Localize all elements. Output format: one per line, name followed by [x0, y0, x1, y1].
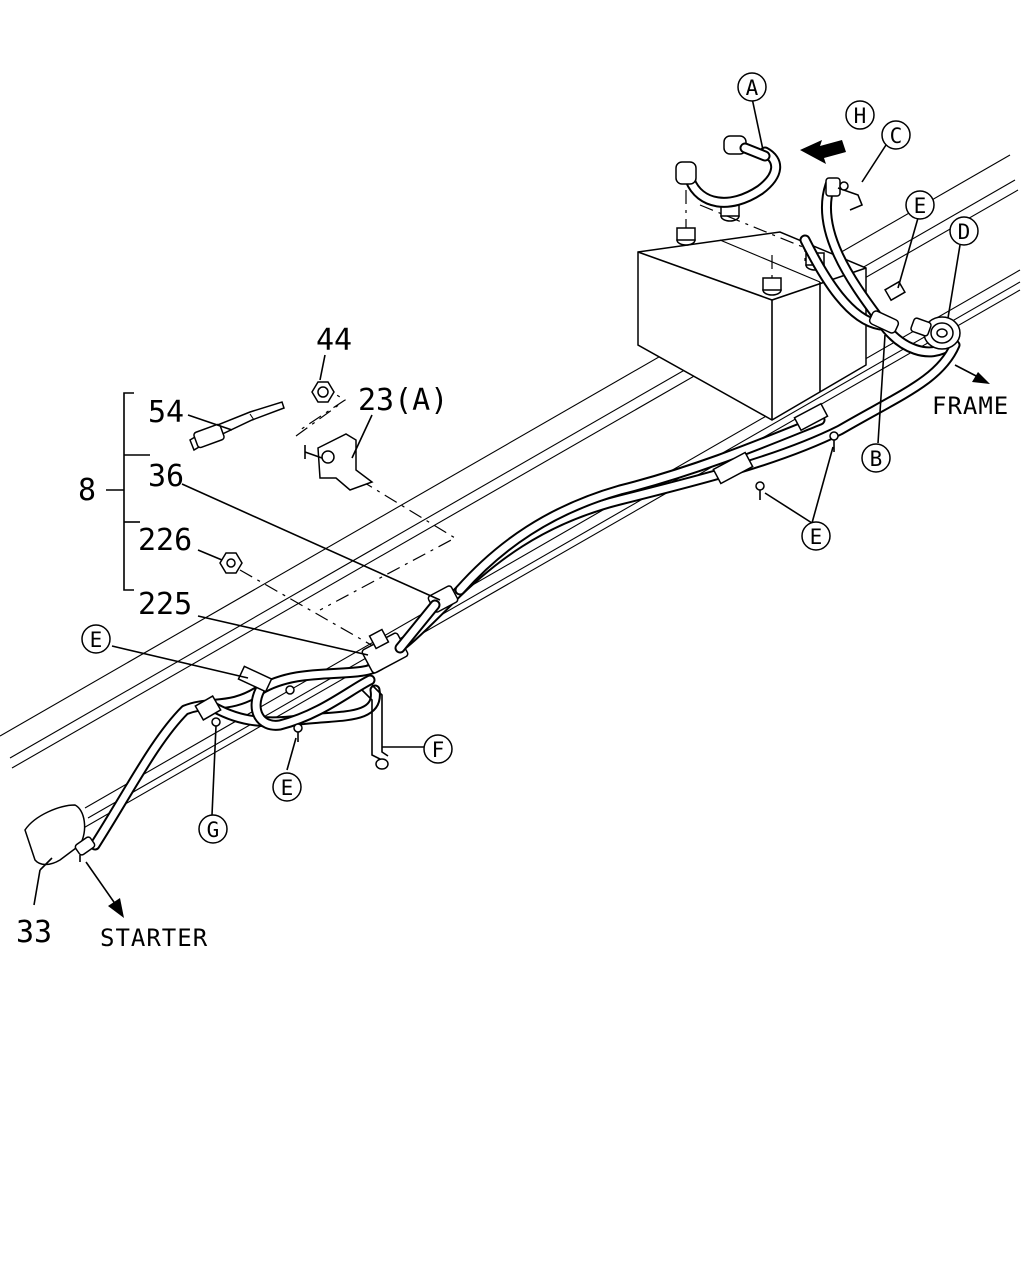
label-part-33: 33: [16, 915, 52, 950]
svg-text:D: D: [958, 220, 971, 244]
leader-lines: [33, 97, 961, 906]
arrows: [85, 140, 990, 918]
callout-e-bottom: E: [272, 772, 302, 802]
bracket-23a: [304, 381, 374, 491]
starter-arrow: [108, 898, 124, 918]
svg-text:F: F: [432, 738, 445, 762]
callout-a: A: [737, 72, 767, 102]
callout-f: F: [423, 734, 453, 764]
label-part-23a: 23(A): [358, 383, 448, 418]
main-harness: [89, 179, 961, 851]
grommet-and-terminals: [825, 177, 961, 350]
svg-text:A: A: [746, 76, 759, 100]
label-starter: STARTER: [100, 924, 208, 952]
frame-arrow: [972, 372, 990, 384]
batteries: [637, 203, 867, 421]
terminal-cover-33: [24, 804, 96, 866]
fuse-link-54: [189, 401, 285, 452]
svg-text:H: H: [854, 104, 867, 128]
label-part-36: 36: [148, 459, 184, 494]
svg-text:E: E: [90, 628, 103, 652]
label-part-44: 44: [316, 323, 352, 358]
view-arrow: [800, 140, 846, 164]
label-part-225: 225: [138, 587, 192, 622]
callout-c: C: [881, 120, 911, 150]
label-part-54: 54: [148, 395, 184, 430]
label-part-226: 226: [138, 523, 192, 558]
callout-g: G: [198, 814, 228, 844]
svg-text:B: B: [870, 447, 883, 471]
callout-e-left: E: [81, 624, 111, 654]
svg-text:E: E: [810, 525, 823, 549]
callout-e-mid-right: E: [801, 521, 831, 551]
svg-text:E: E: [914, 194, 927, 218]
clips: [194, 280, 906, 742]
callout-e-upper-right: E: [905, 190, 935, 220]
part-8-bracket: [106, 392, 150, 591]
connectors: [361, 585, 459, 674]
svg-text:G: G: [207, 818, 220, 842]
label-frame: FRAME: [932, 392, 1009, 420]
callout-h: H: [845, 100, 875, 130]
svg-text:C: C: [890, 124, 903, 148]
callout-d: D: [949, 216, 979, 246]
callout-b: B: [861, 443, 891, 473]
svg-text:E: E: [281, 776, 294, 800]
battery-jumper-cable: [675, 135, 782, 208]
nut-226: [219, 552, 243, 574]
bracket-f: [361, 684, 389, 770]
label-part-8: 8: [78, 473, 96, 508]
